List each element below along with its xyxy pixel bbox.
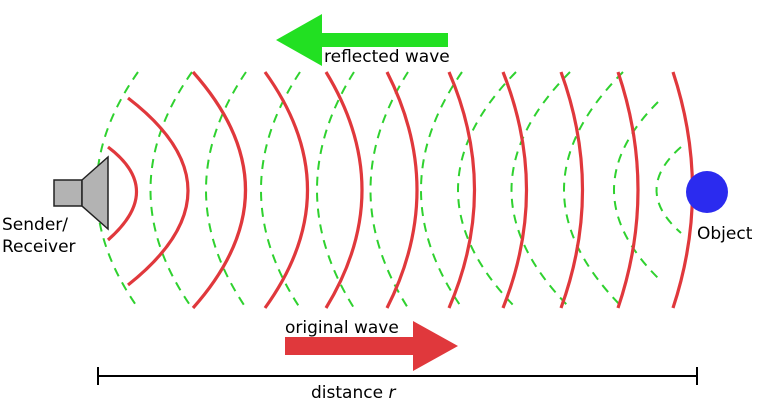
reflected-wave-1 [655,146,682,234]
original-wave-6 [385,71,419,309]
original-wave-8 [501,71,529,309]
distance-variable: r [388,383,396,403]
original-wave-5 [324,71,364,309]
speaker-cone [81,155,109,231]
speaker-icon [53,155,109,231]
original-arrow [285,321,458,371]
speaker-body [53,179,83,207]
reflected-wave-10 [205,71,247,309]
original-wave-7 [447,71,477,309]
original-wave-label: original wave [285,318,399,338]
reflected-wave-3 [563,71,624,309]
reflected-waves [95,71,682,309]
distance-label: distance r [311,383,396,403]
reflected-wave-6 [420,71,463,309]
original-wave-1 [106,145,139,242]
original-wave-10 [616,71,640,309]
original-wave-2 [127,96,190,287]
object-ball [686,171,728,213]
reflected-wave-8 [316,71,355,309]
distance-line [97,367,698,385]
reflected-wave-12 [95,71,139,309]
reflected-wave-5 [457,71,517,309]
original-wave-4 [263,71,309,309]
reflected-wave-11 [149,71,193,309]
reflected-wave-7 [369,71,409,309]
reflected-arrow [276,14,448,66]
original-wave-3 [191,70,248,310]
reflected-wave-4 [510,71,571,309]
sender-label-line1: Sender/ [2,215,68,235]
object-label: Object [697,224,753,244]
distance-label-text: distance [311,383,388,403]
reflected-wave-9 [260,71,301,309]
original-wave-9 [559,71,585,309]
original-waves [106,70,695,310]
reflected-wave-label: reflected wave [324,47,450,67]
sender-label-line2: Receiver [2,237,76,257]
reflected-wave-2 [613,101,659,279]
